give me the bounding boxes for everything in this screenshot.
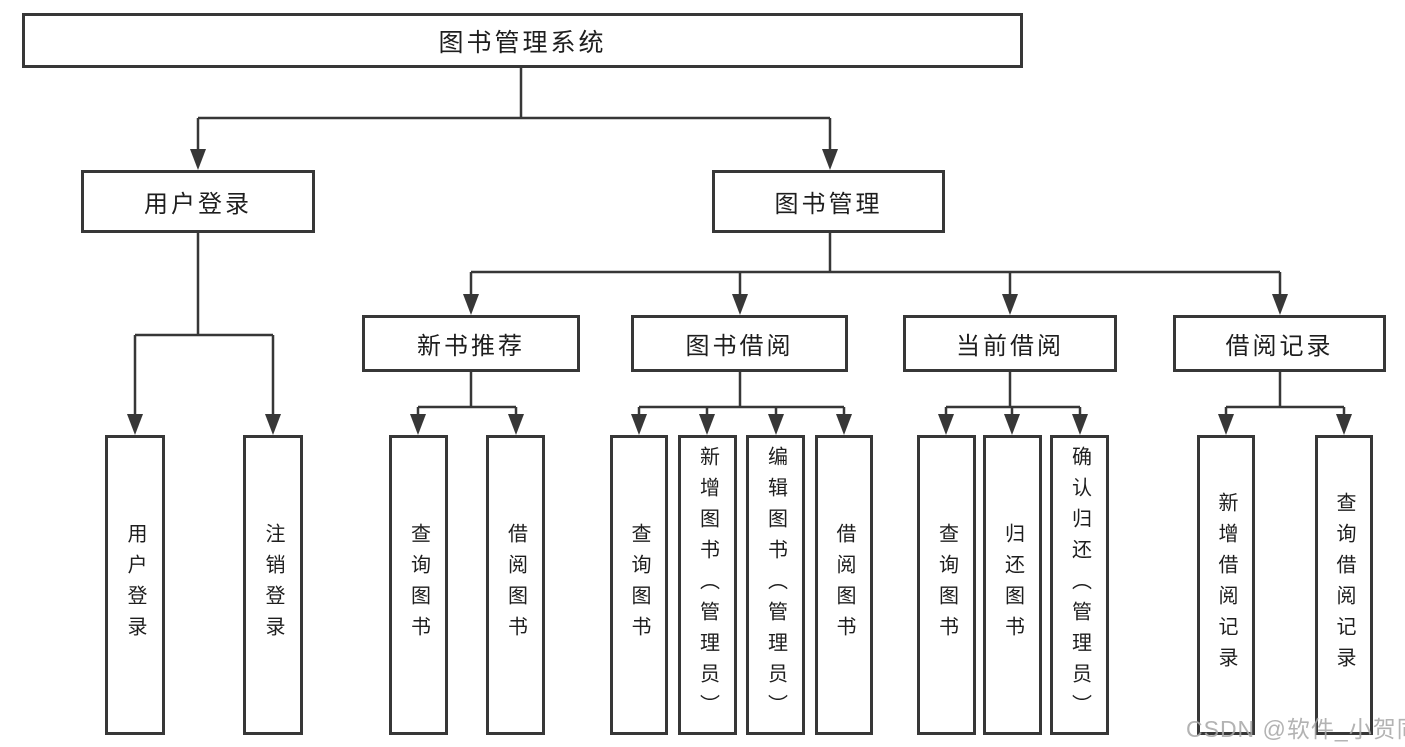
leaf-user-login-label: 用户登录 xyxy=(124,523,146,647)
leaf-query-book-recommend: 查询图书 xyxy=(389,435,448,735)
node-borrow-records-label: 借阅记录 xyxy=(1225,333,1334,360)
leaf-user-login: 用户登录 xyxy=(105,435,165,735)
leaf-borrow-book-recommend-label: 借阅图书 xyxy=(504,523,527,647)
node-book-management-label: 图书管理 xyxy=(774,191,883,218)
node-user-login: 用户登录 xyxy=(81,170,315,233)
leaf-query-book-borrow: 查询图书 xyxy=(610,435,668,735)
leaf-add-borrow-record-label: 新增借阅记录 xyxy=(1215,492,1237,678)
leaf-return-book: 归还图书 xyxy=(983,435,1042,735)
leaf-logout: 注销登录 xyxy=(243,435,303,735)
node-new-book-recommend-label: 新书推荐 xyxy=(417,333,525,360)
leaf-query-book-current-label: 查询图书 xyxy=(935,523,958,647)
node-root: 图书管理系统 xyxy=(22,13,1023,68)
leaf-add-borrow-record: 新增借阅记录 xyxy=(1197,435,1255,735)
leaf-confirm-return-admin-label: 确认归还（管理员） xyxy=(1068,445,1091,725)
node-book-management: 图书管理 xyxy=(712,170,945,233)
leaf-confirm-return-admin: 确认归还（管理员） xyxy=(1050,435,1109,735)
leaf-query-borrow-record: 查询借阅记录 xyxy=(1315,435,1373,735)
leaf-edit-book-admin-label: 编辑图书（管理员） xyxy=(764,445,787,725)
leaf-logout-label: 注销登录 xyxy=(262,523,284,647)
node-current-borrow: 当前借阅 xyxy=(903,315,1117,372)
leaf-borrow-book-recommend: 借阅图书 xyxy=(486,435,545,735)
node-book-borrow: 图书借阅 xyxy=(631,315,848,372)
node-current-borrow-label: 当前借阅 xyxy=(956,333,1064,360)
leaf-query-book-recommend-label: 查询图书 xyxy=(407,523,430,647)
leaf-borrow-book: 借阅图书 xyxy=(815,435,873,735)
leaf-query-book-borrow-label: 查询图书 xyxy=(628,523,650,647)
node-user-login-label: 用户登录 xyxy=(144,191,252,218)
node-new-book-recommend: 新书推荐 xyxy=(362,315,580,372)
leaf-query-borrow-record-label: 查询借阅记录 xyxy=(1333,492,1355,678)
leaf-query-book-current: 查询图书 xyxy=(917,435,976,735)
node-book-borrow-label: 图书借阅 xyxy=(685,333,794,360)
leaf-return-book-label: 归还图书 xyxy=(1001,523,1024,647)
node-root-label: 图书管理系统 xyxy=(438,28,607,57)
leaf-edit-book-admin: 编辑图书（管理员） xyxy=(746,435,805,735)
leaf-add-book-admin-label: 新增图书（管理员） xyxy=(696,445,719,725)
leaf-add-book-admin: 新增图书（管理员） xyxy=(678,435,737,735)
leaf-borrow-book-label: 借阅图书 xyxy=(833,523,855,647)
node-borrow-records: 借阅记录 xyxy=(1173,315,1386,372)
csdn-watermark: CSDN @软件_小贺同学 xyxy=(1186,716,1405,742)
